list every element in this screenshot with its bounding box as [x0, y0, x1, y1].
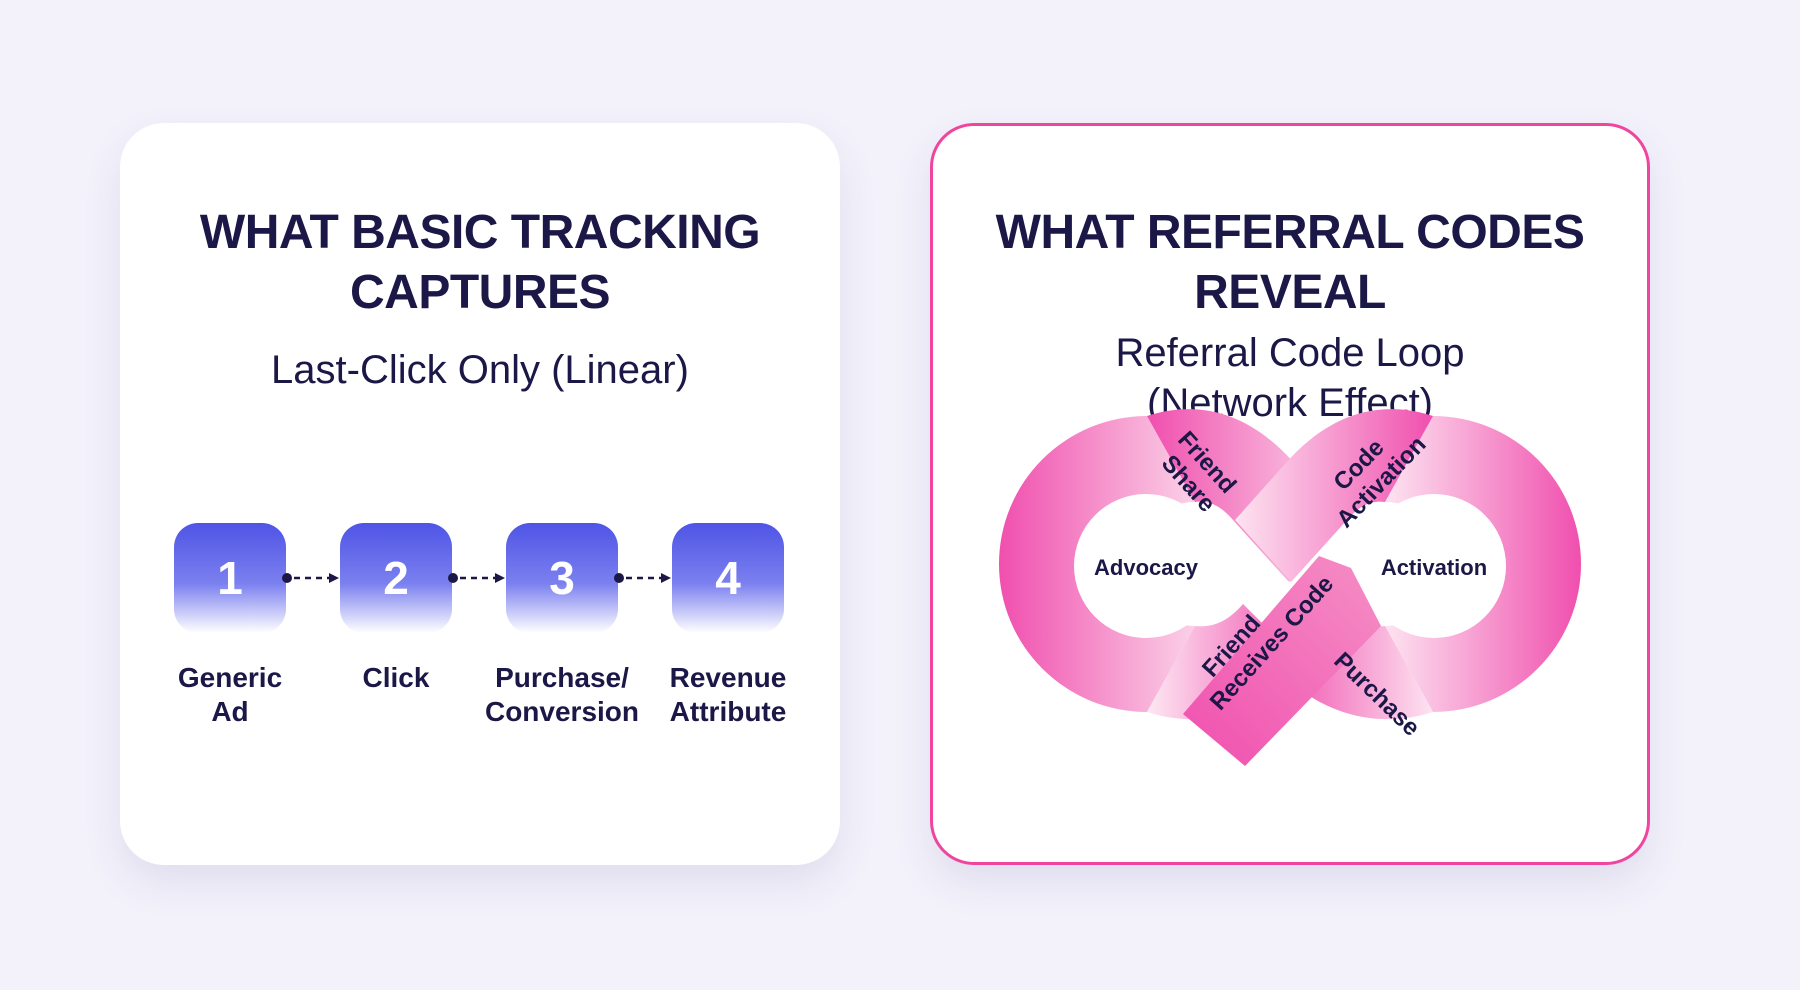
step-box-4: 4 [672, 523, 784, 633]
basic-tracking-title: WHAT BASIC TRACKING CAPTURES [199, 206, 761, 319]
advocacy-label: Advocacy [1094, 555, 1199, 580]
infinity-loop-diagram: Advocacy Activation Friend Share Code Ac… [999, 409, 1581, 766]
referral-codes-card: WHAT REFERRAL CODES REVEAL Referral Code… [930, 123, 1650, 865]
step-label-revenue-attribute: Revenue Attribute [669, 662, 787, 727]
activation-hub [1362, 494, 1506, 638]
step-number: 3 [549, 552, 575, 604]
step-label-purchase-conversion: Purchase/ Conversion [484, 662, 640, 727]
basic-tracking-subtitle: Last-Click Only (Linear) [271, 348, 689, 392]
basic-tracking-card: WHAT BASIC TRACKING CAPTURES Last-Click … [120, 123, 840, 865]
step-number: 2 [383, 552, 409, 604]
dashed-arrow-icon [448, 573, 505, 583]
step-box-3: 3 [506, 523, 618, 633]
step-box-2: 2 [340, 523, 452, 633]
step-label-click: Click [362, 662, 430, 693]
step-label-generic-ad: Generic Ad [177, 662, 283, 727]
step-box-1: 1 [174, 523, 286, 633]
loop-segment-friend-receives-code [1183, 556, 1381, 766]
dashed-arrow-icon [282, 573, 339, 583]
step-number: 1 [217, 552, 243, 604]
activation-label: Activation [1381, 555, 1487, 580]
loop-segment-code-activation [1235, 409, 1433, 582]
step-number: 4 [715, 552, 741, 604]
advocacy-hub [1074, 494, 1218, 638]
dashed-arrow-icon [614, 573, 671, 583]
referral-codes-title: WHAT REFERRAL CODES REVEAL [995, 206, 1585, 319]
